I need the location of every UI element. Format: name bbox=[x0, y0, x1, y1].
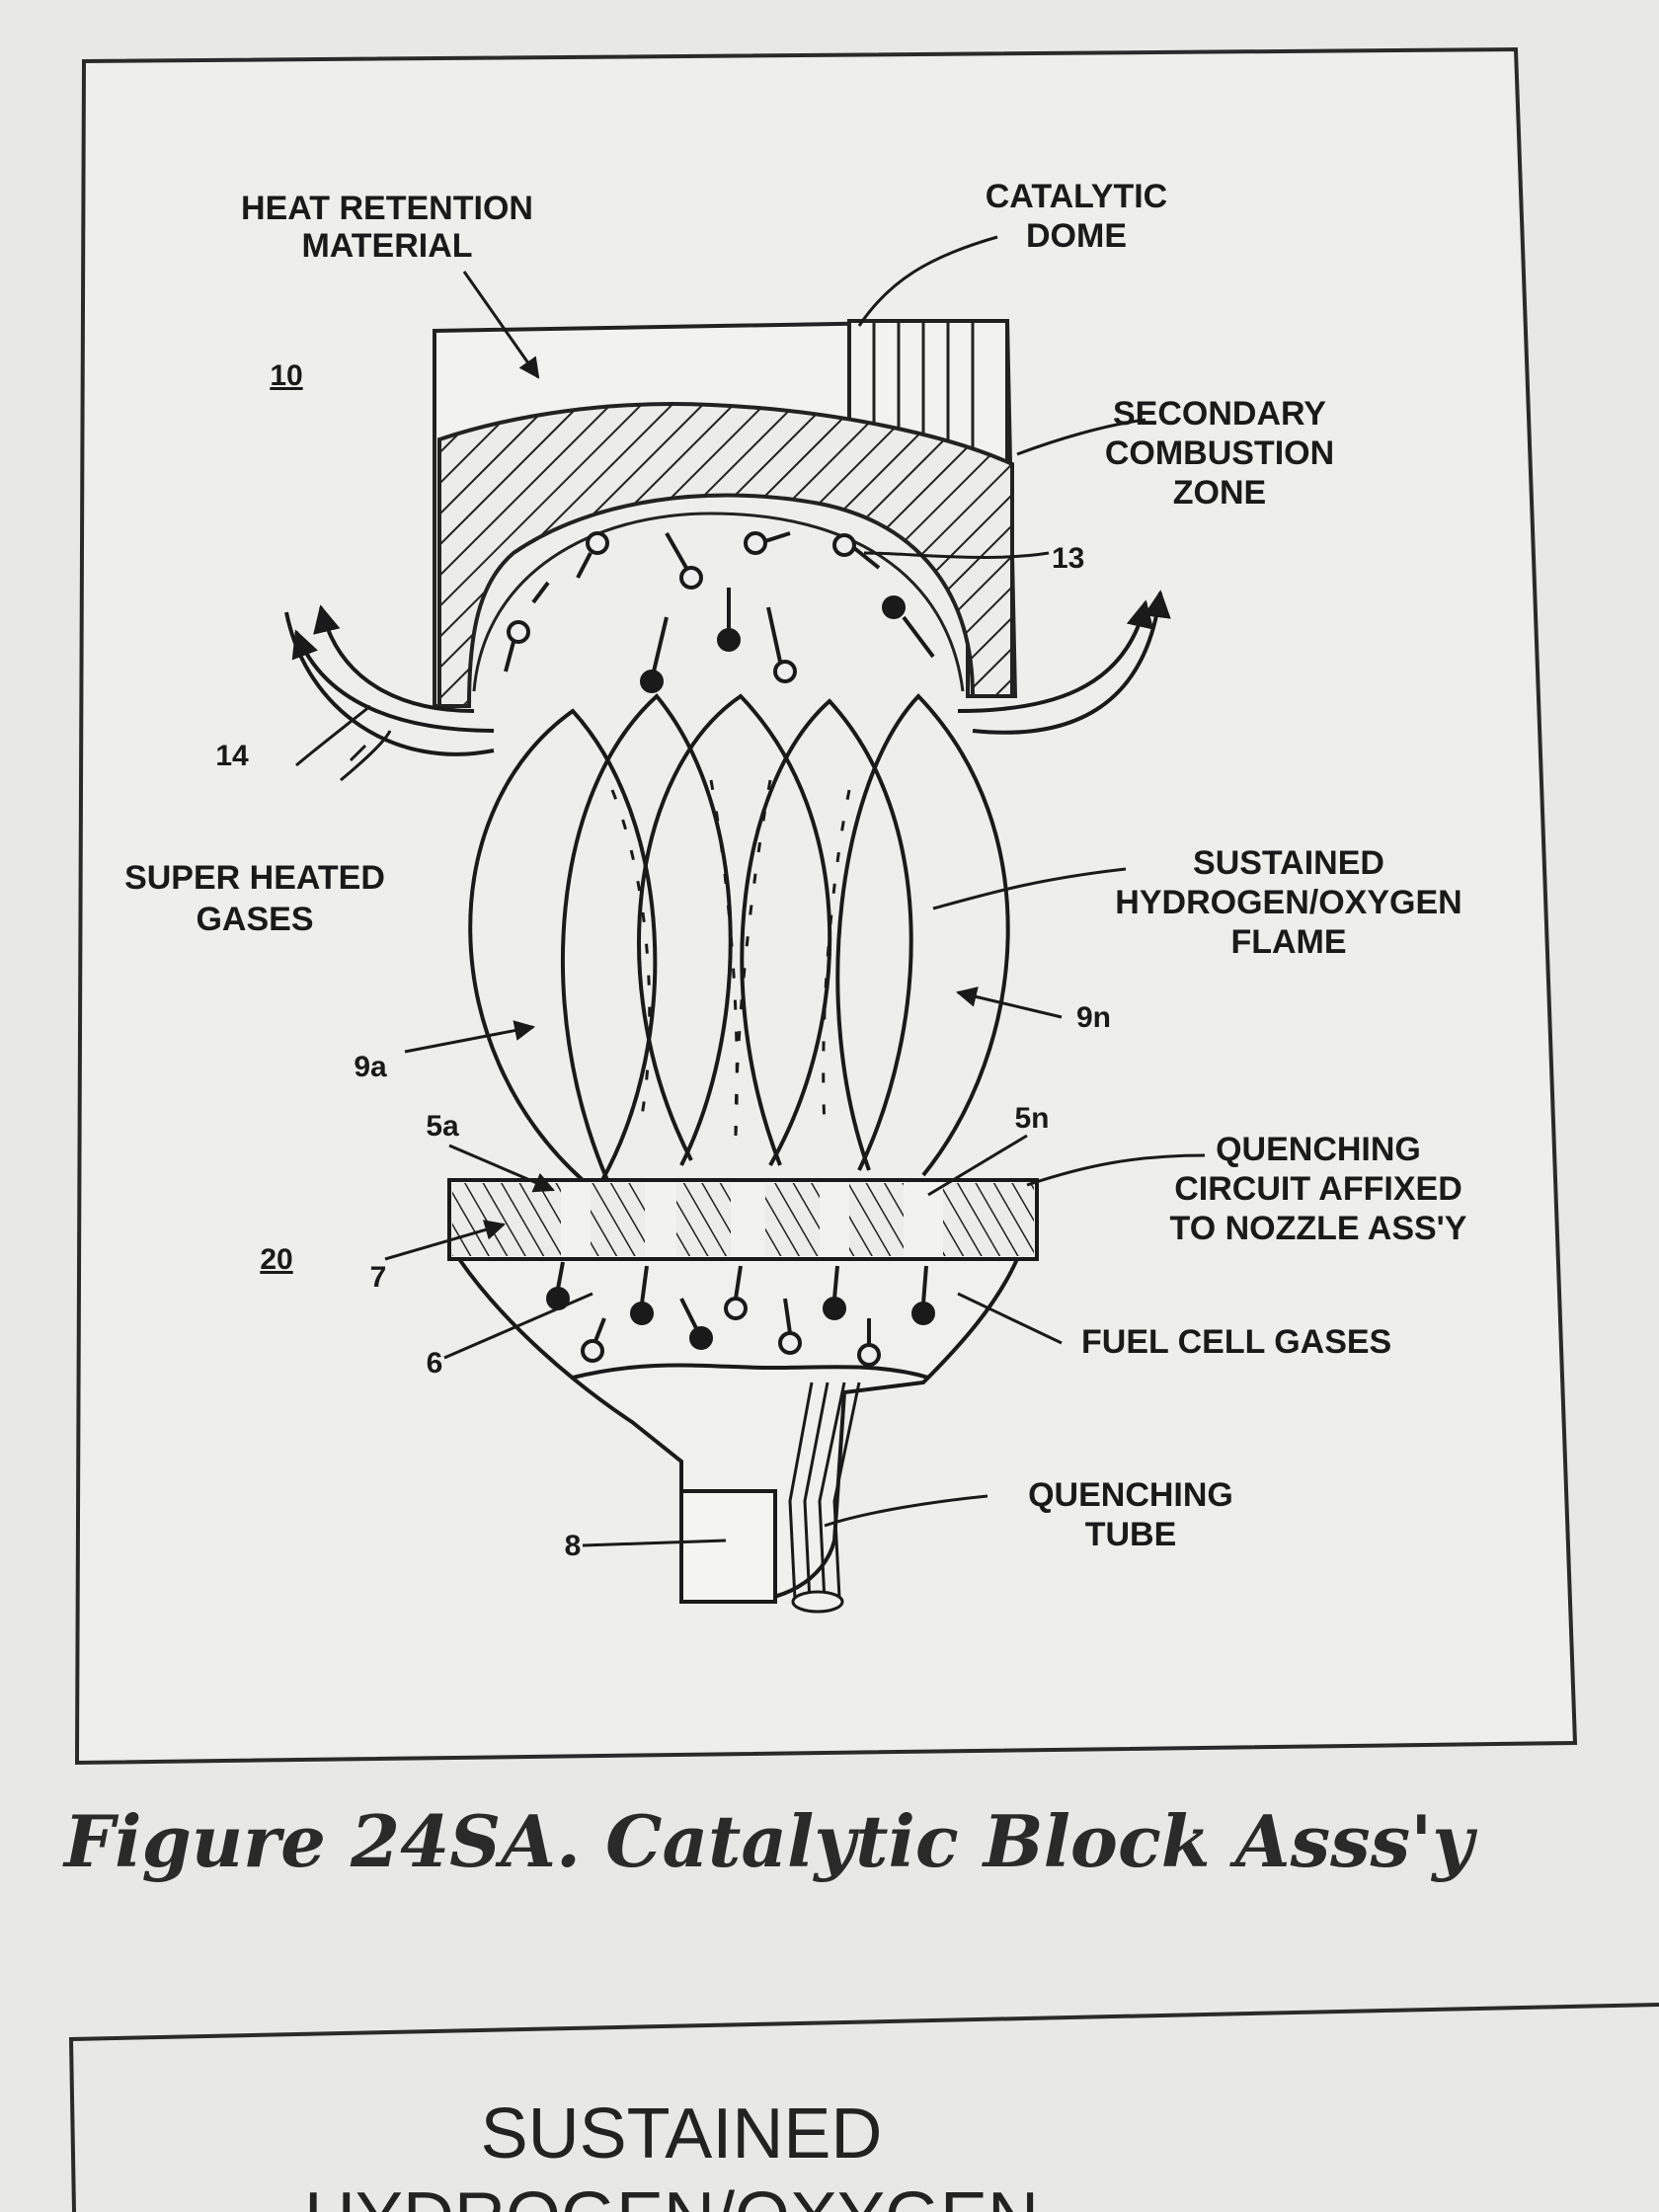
label-quenching-tube: QUENCHING TUBE bbox=[1028, 1476, 1233, 1553]
sustained-flame-lenses bbox=[468, 693, 1010, 1182]
ref-number-5a: 5a bbox=[426, 1110, 459, 1143]
ref-number-8: 8 bbox=[565, 1530, 582, 1562]
superheated-gases-arrows bbox=[284, 590, 1171, 756]
next-figure-heading-line1: SUSTAINED bbox=[481, 2094, 883, 2173]
quenching-tube bbox=[788, 1382, 861, 1614]
svg-text:DOME: DOME bbox=[1026, 217, 1127, 255]
svg-text:SUSTAINED: SUSTAINED bbox=[1193, 844, 1384, 882]
svg-text:GASES: GASES bbox=[196, 901, 313, 938]
next-figure-frame: SUSTAINED HYDROGEN/OXYGEN bbox=[68, 2003, 1659, 2212]
svg-text:SECONDARY: SECONDARY bbox=[1113, 395, 1326, 433]
ref-number-6: 6 bbox=[427, 1347, 443, 1380]
fuel-cell-gas-particles bbox=[546, 1261, 935, 1367]
figure-caption: Figure 24SA. Catalytic Block Asss'y bbox=[62, 1799, 1477, 1883]
svg-text:HEAT RETENTION: HEAT RETENTION bbox=[241, 190, 533, 227]
label-heat-retention: HEAT RETENTION MATERIAL bbox=[241, 190, 533, 265]
svg-text:ZONE: ZONE bbox=[1173, 474, 1266, 512]
svg-text:TO NOZZLE ASS'Y: TO NOZZLE ASS'Y bbox=[1170, 1210, 1467, 1247]
svg-text:CIRCUIT AFFIXED: CIRCUIT AFFIXED bbox=[1174, 1170, 1462, 1208]
svg-text:FLAME: FLAME bbox=[1230, 923, 1346, 961]
label-sustained-flame: SUSTAINED HYDROGEN/OXYGEN FLAME bbox=[1115, 844, 1462, 961]
label-superheated-gases: SUPER HEATED GASES bbox=[124, 859, 385, 938]
ref-number-20: 20 bbox=[260, 1243, 292, 1276]
ref-number-5n: 5n bbox=[1014, 1102, 1049, 1135]
svg-text:MATERIAL: MATERIAL bbox=[301, 227, 472, 265]
svg-text:TUBE: TUBE bbox=[1085, 1516, 1177, 1553]
catalytic-block-upper bbox=[433, 318, 1018, 708]
gas-particles-upper bbox=[504, 531, 935, 693]
ref-number-13: 13 bbox=[1052, 542, 1084, 575]
ref-number-9n: 9n bbox=[1076, 1001, 1111, 1034]
label-quenching-circuit: QUENCHING CIRCUIT AFFIXED TO NOZZLE ASS'… bbox=[1170, 1131, 1467, 1247]
svg-text:SUPER HEATED: SUPER HEATED bbox=[124, 859, 385, 897]
ref-number-14: 14 bbox=[215, 740, 249, 772]
svg-text:QUENCHING: QUENCHING bbox=[1028, 1476, 1233, 1514]
ref-number-7: 7 bbox=[370, 1261, 387, 1294]
label-catalytic-dome: CATALYTIC DOME bbox=[986, 178, 1167, 255]
label-secondary-combustion: SECONDARY COMBUSTION ZONE bbox=[1105, 395, 1334, 512]
ref-number-9a: 9a bbox=[354, 1051, 387, 1083]
leader-lines bbox=[295, 235, 1206, 1547]
svg-text:QUENCHING: QUENCHING bbox=[1216, 1131, 1421, 1168]
outlet-tube bbox=[679, 1489, 777, 1604]
label-fuel-cell-gases: FUEL CELL GASES bbox=[1081, 1323, 1391, 1361]
svg-text:CATALYTIC: CATALYTIC bbox=[986, 178, 1167, 215]
svg-text:COMBUSTION: COMBUSTION bbox=[1105, 434, 1334, 472]
ref-number-10: 10 bbox=[270, 359, 302, 392]
svg-text:HYDROGEN/OXYGEN: HYDROGEN/OXYGEN bbox=[1115, 884, 1462, 921]
secondary-combustion-zone bbox=[437, 402, 1014, 708]
next-figure-heading-line2: HYDROGEN/OXYGEN bbox=[304, 2178, 1039, 2212]
